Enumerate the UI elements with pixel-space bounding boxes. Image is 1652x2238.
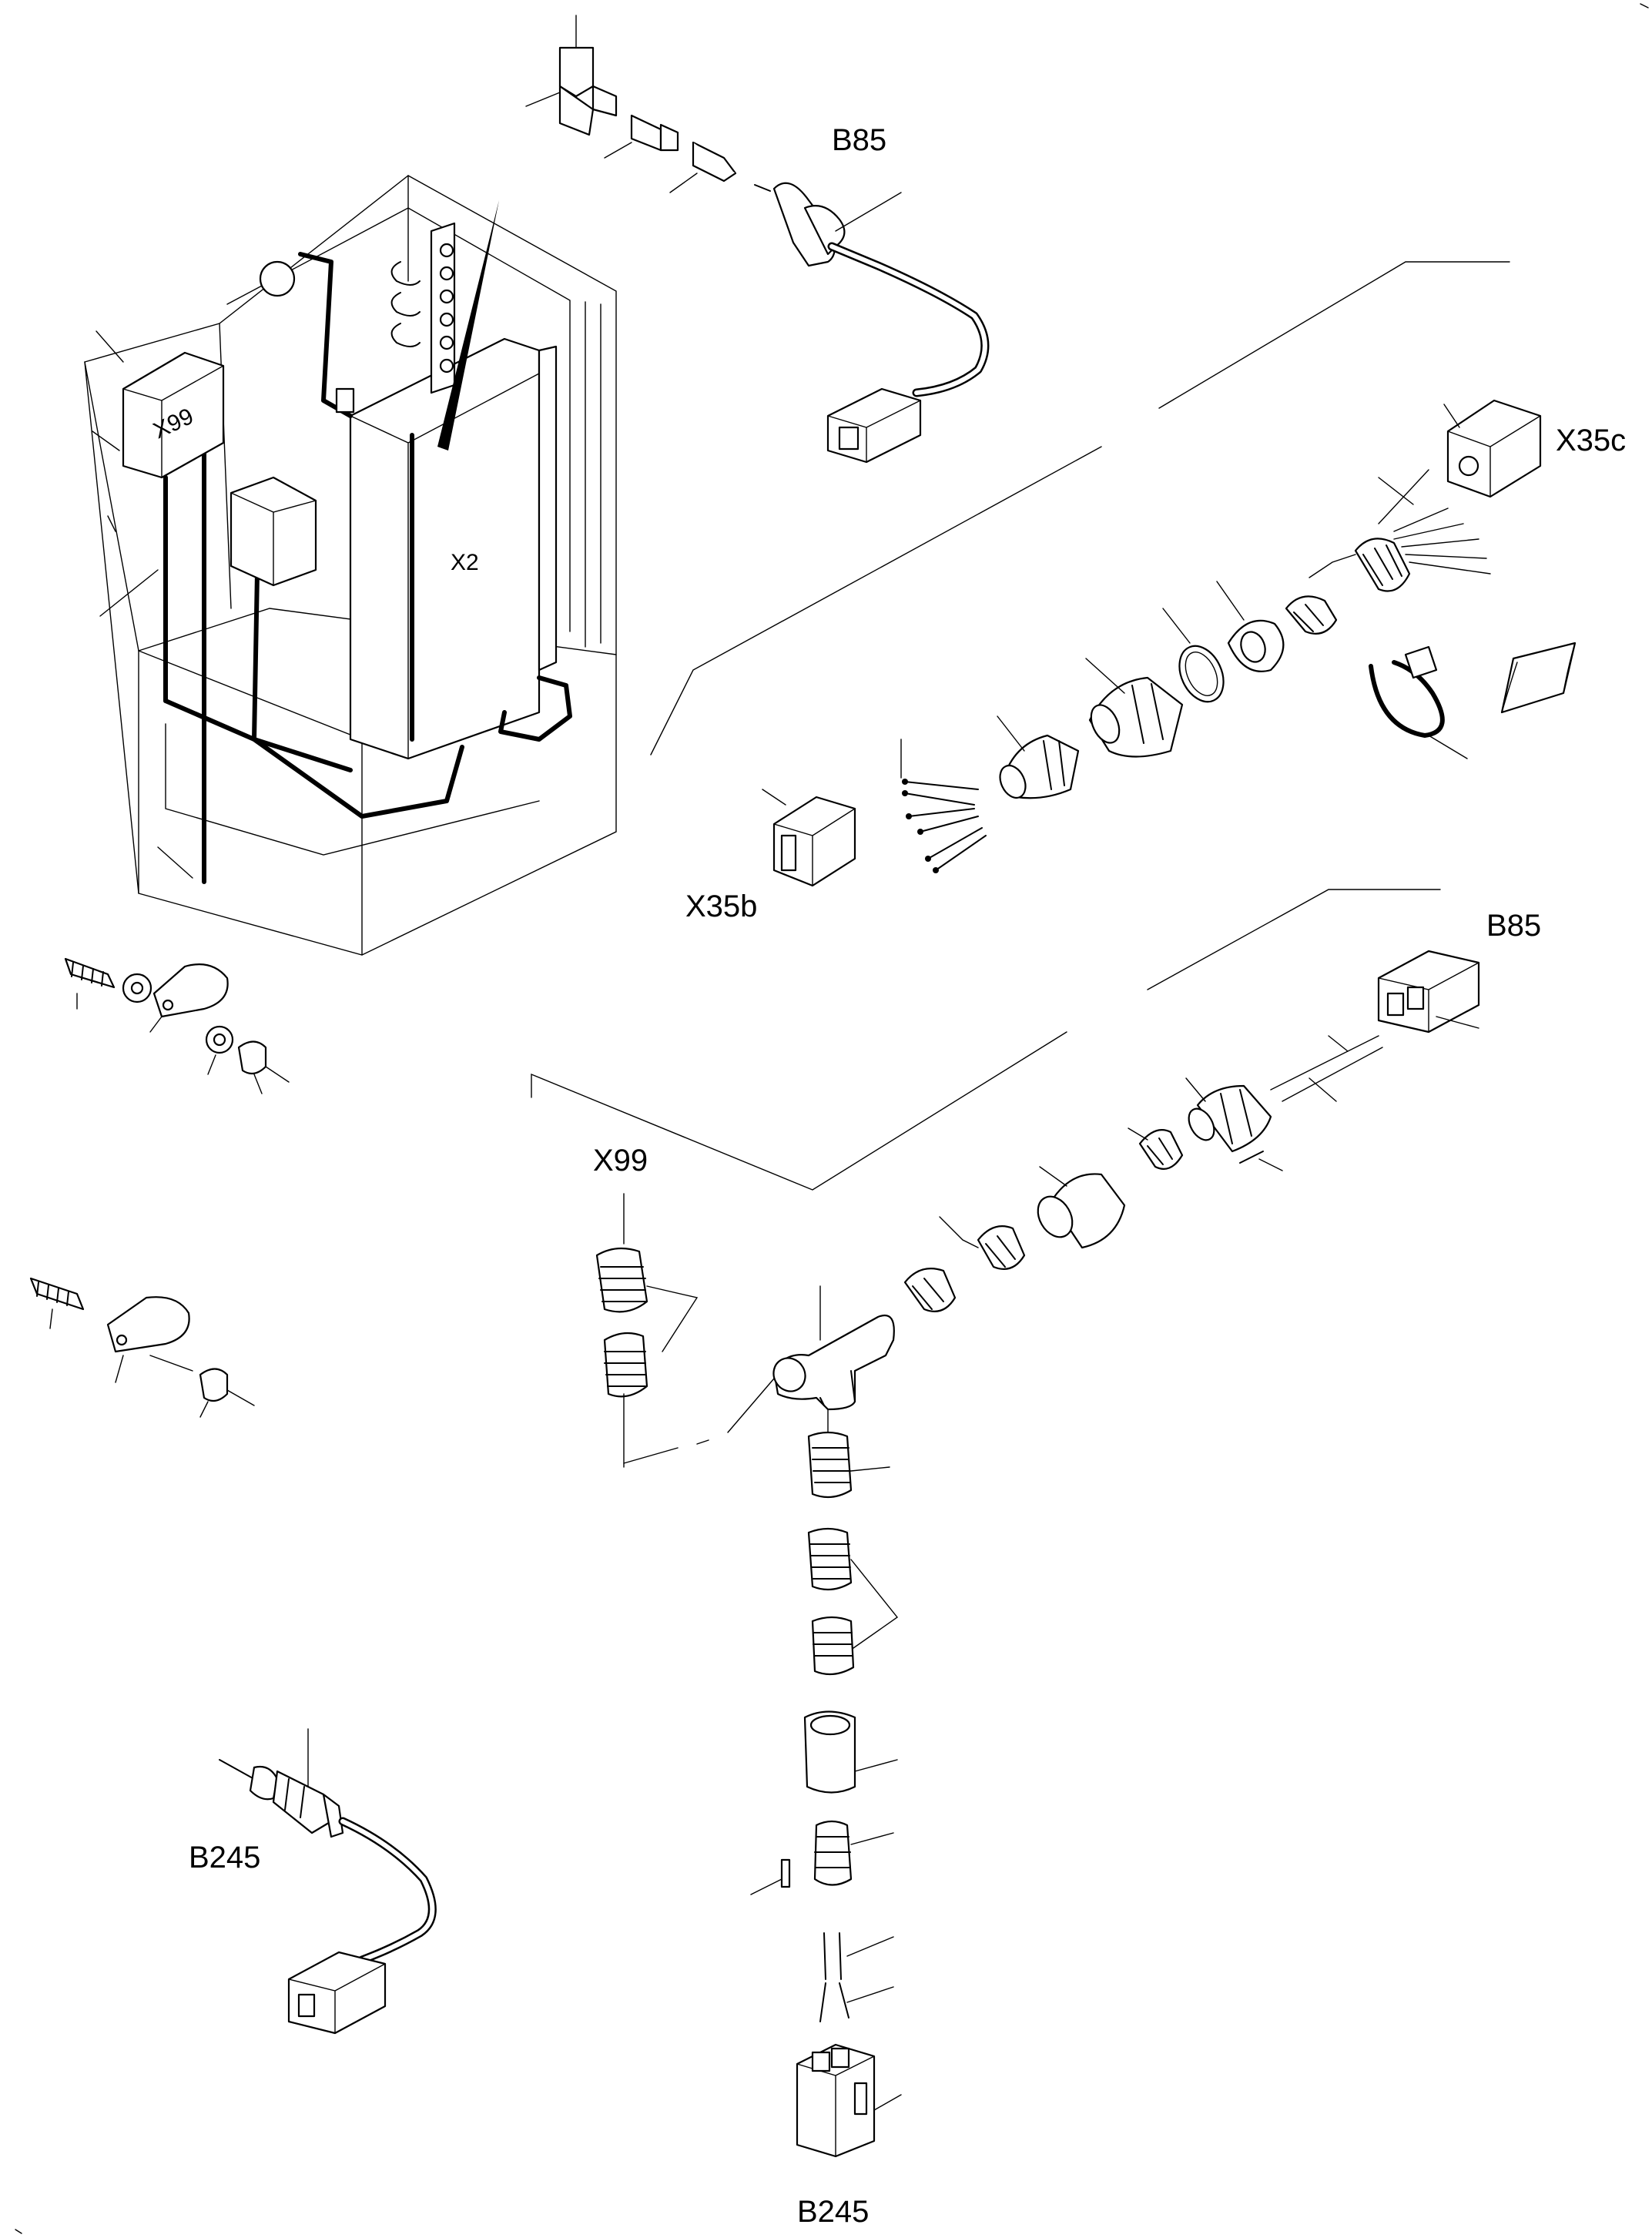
b245-connector-bottom: B245 [796, 2043, 902, 2229]
x35b-label: X35b [685, 890, 757, 923]
b245-sensor-left: B245 [189, 1728, 437, 2035]
b85-right-label: B85 [1486, 909, 1541, 943]
b245-left-label: B245 [189, 1841, 260, 1874]
tee-fitting [772, 1285, 895, 1411]
x35c-connector: X35c [1443, 399, 1626, 498]
b85-connector-top [826, 387, 922, 464]
x35c-label: X35c [1556, 424, 1626, 457]
tee-assembly: B85 X99 [531, 889, 1541, 2229]
b85-connector-right: B85 [1377, 909, 1541, 1034]
clamp-set-lower [29, 1277, 255, 1418]
x99-parts: X99 [593, 1144, 699, 1468]
x35b-connector: X35b [685, 789, 856, 923]
b245-connector-left [287, 1951, 387, 2035]
x35-assembly: X35c [650, 261, 1626, 923]
terminal-strip [390, 222, 456, 394]
sleeve [1500, 642, 1577, 714]
b245-bottom-label: B245 [797, 2195, 869, 2229]
cabinet-assembly: X99 X2 [84, 175, 617, 956]
cable-tie [1369, 645, 1468, 759]
b85-sensor-top: B85 [525, 15, 990, 464]
x99-box: X99 [122, 351, 225, 479]
x99-top-label: X99 [593, 1144, 648, 1178]
clamp-set-upper [64, 957, 290, 1094]
b85-top-label: B85 [832, 123, 886, 157]
x2-box-label: X2 [451, 550, 479, 575]
